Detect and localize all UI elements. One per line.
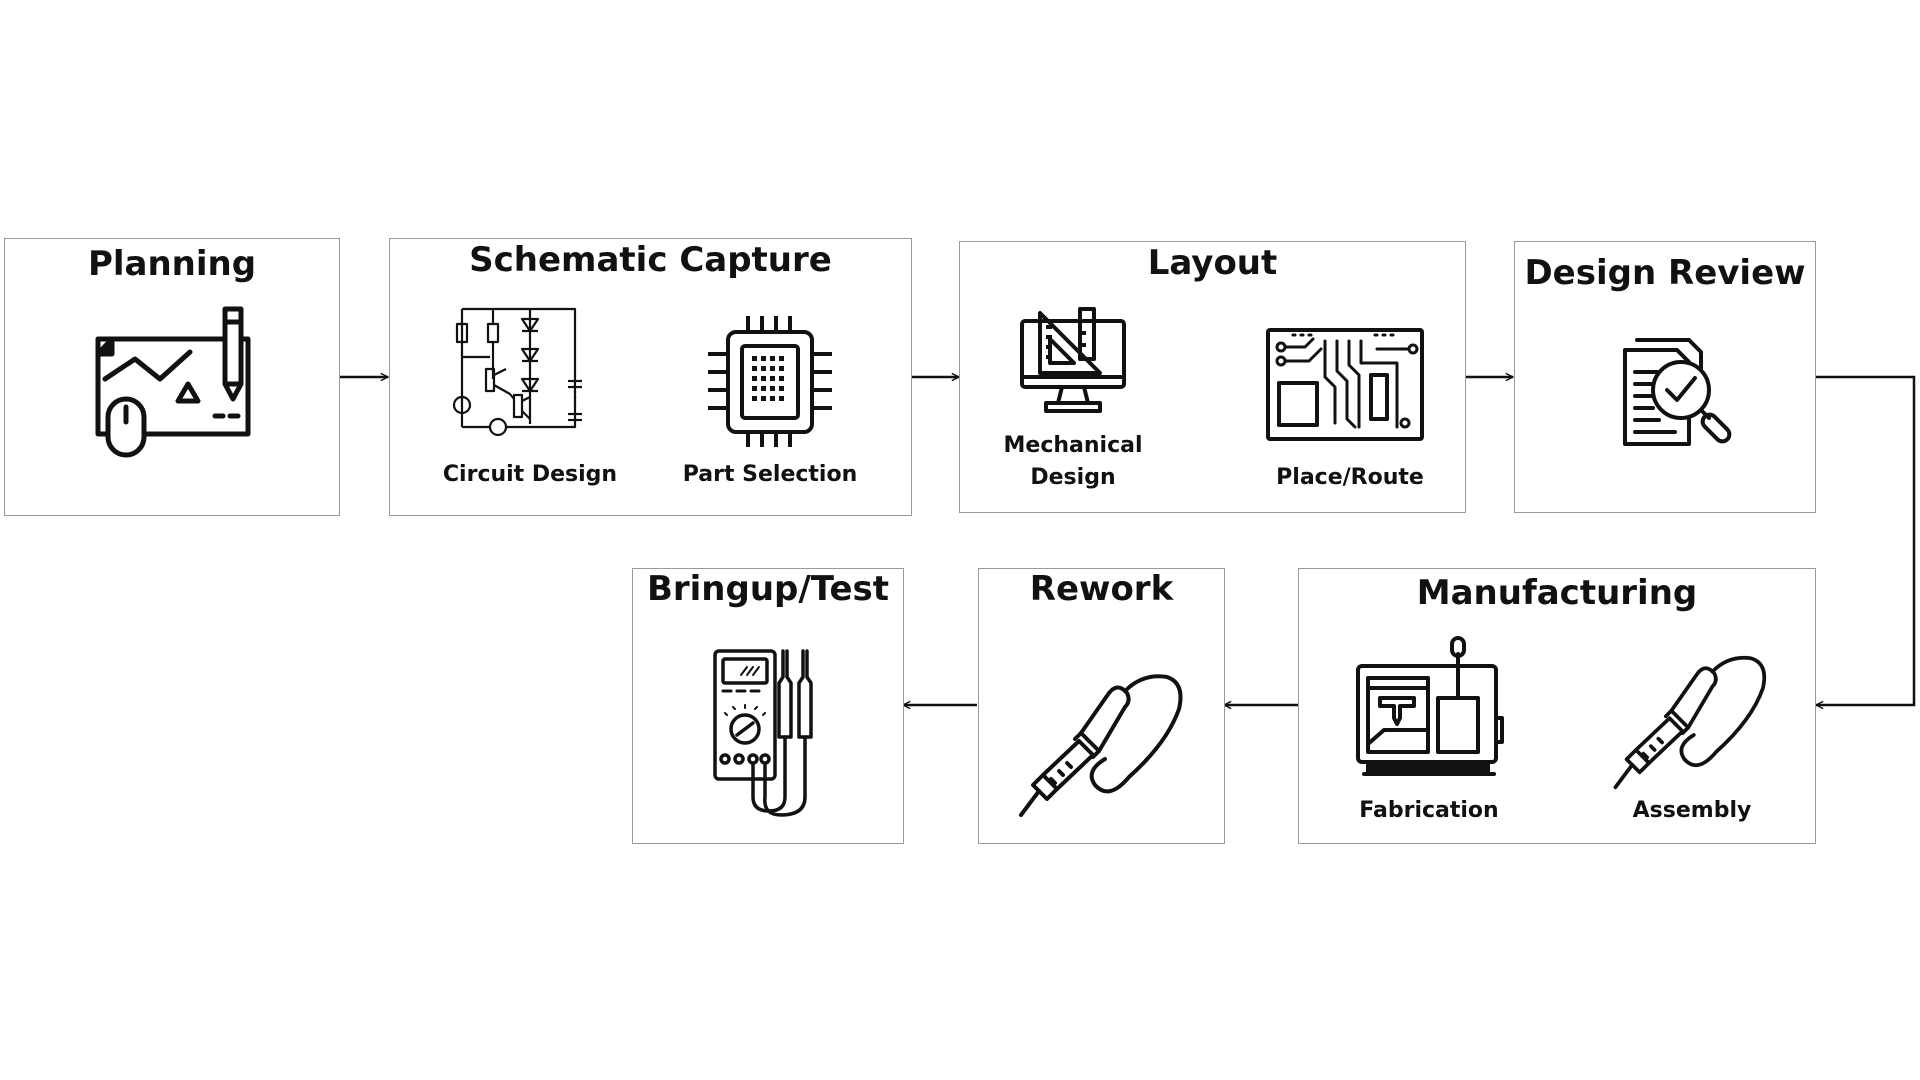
item-label: Circuit Design	[442, 462, 618, 487]
stage-title: Manufacturing	[1416, 573, 1698, 613]
stage-schematic-capture: Schematic Capture Cir	[389, 238, 912, 516]
fabrication-machine-icon	[1354, 634, 1504, 784]
arrow-review-to-manufacturing	[1815, 375, 1916, 705]
stage-rework: Rework	[978, 568, 1225, 844]
stage-title: Design Review	[1524, 253, 1806, 293]
stage-title: Rework	[1029, 569, 1174, 609]
item-label: Assembly	[1632, 798, 1752, 823]
item-label: Part Selection	[682, 462, 858, 487]
stage-manufacturing: Manufacturing Fabrication Assem	[1298, 568, 1816, 844]
stage-title: Schematic Capture	[469, 240, 832, 280]
pcb-board-icon	[1265, 327, 1425, 442]
item-label: Fabrication	[1359, 798, 1499, 823]
circuit-schematic-icon	[450, 299, 590, 444]
microchip-icon	[700, 314, 840, 449]
stage-title: Bringup/Test	[646, 569, 890, 609]
stage-layout: Layout Mechanical Design	[959, 241, 1466, 513]
stage-bringup-test: Bringup/Test	[632, 568, 904, 844]
multimeter-icon	[711, 647, 821, 817]
stage-title: Layout	[1147, 243, 1278, 283]
soldering-iron-icon	[1017, 669, 1187, 819]
item-label-mechanical: Mechanical Design	[983, 430, 1163, 494]
item-label: Place/Route	[1276, 465, 1424, 490]
stage-planning: Planning	[4, 238, 340, 516]
stage-design-review: Design Review	[1514, 241, 1816, 513]
monitor-drafting-icon	[1018, 307, 1128, 417]
item-label-line: Mechanical Design	[1003, 433, 1143, 490]
design-sketch-icon	[90, 304, 260, 464]
document-review-icon	[1617, 332, 1742, 452]
stage-title: Planning	[87, 244, 257, 284]
soldering-iron-icon	[1611, 651, 1771, 791]
